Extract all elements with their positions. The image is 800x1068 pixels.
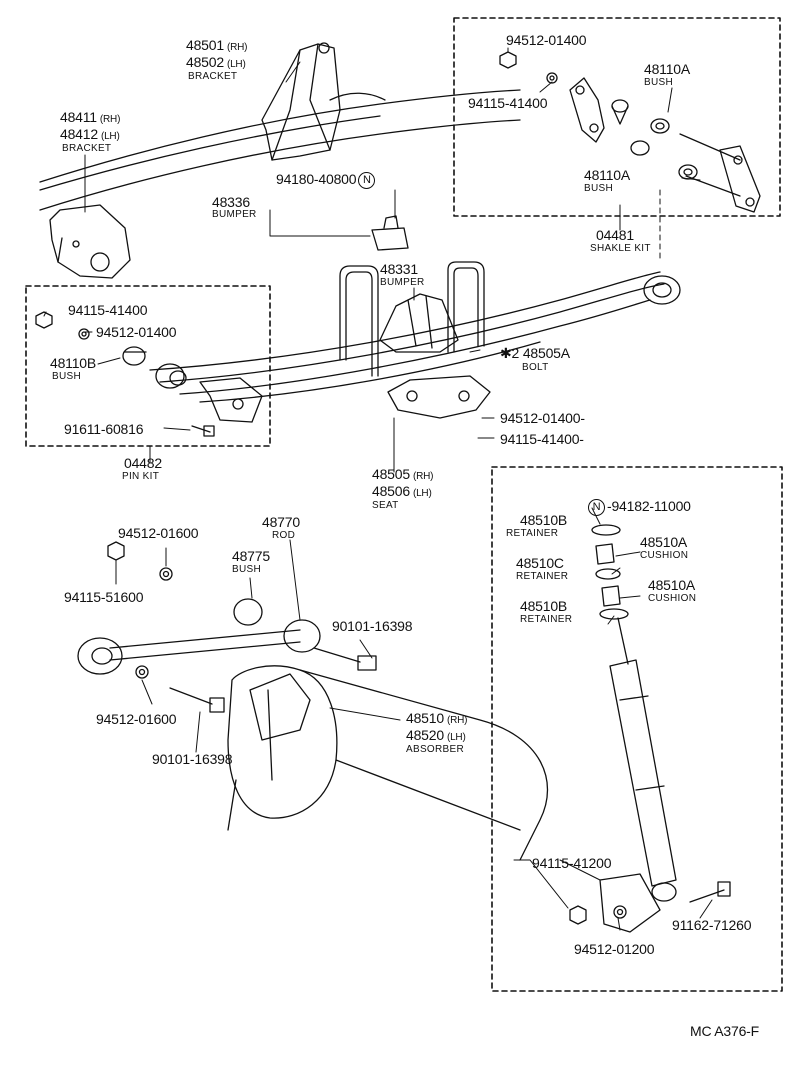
pin-kit-parts — [35, 311, 263, 437]
label-rod-num: 48770 — [262, 514, 300, 530]
label-rod-washer-lower: 94512-01600 — [96, 711, 177, 727]
axle-housing — [227, 665, 549, 861]
label-rod-bush-name: BUSH — [232, 564, 261, 575]
label-shackle-kit-num: 04481 — [596, 227, 634, 243]
label-absorber-lh: 48520(LH) — [406, 727, 466, 744]
label-bush-b-num: 48110B — [50, 355, 97, 371]
label-retainer-b-bot-name: RETAINER — [520, 614, 573, 625]
label-bracket-lower-rh: 48411(RH) — [60, 109, 121, 126]
pin-kit-box — [25, 285, 271, 447]
label-rod-washer: 94512-01600 — [118, 525, 199, 541]
leader-lines — [43, 47, 713, 931]
label-seat-lh: 48506(LH) — [372, 483, 432, 500]
label-seat-washer: 94512-01400- — [500, 410, 585, 426]
label-absorber-rh: 48510(RH) — [406, 710, 468, 727]
label-bracket-lower-name: BRACKET — [62, 143, 112, 154]
n-mark-icon: N — [358, 172, 376, 189]
label-retainer-b-top-name: RETAINER — [506, 528, 559, 539]
label-rod-bolt-lower: 90101-16398 — [152, 751, 233, 767]
bumper-upper — [371, 215, 409, 251]
label-pin-kit-bolt: 91611-60816 — [64, 421, 144, 437]
label-shackle-kit-name: SHAKLE KIT — [590, 243, 651, 254]
label-seat-nut: 94115-41400- — [500, 431, 584, 447]
label-bumper-upper-num: 48336 — [212, 194, 250, 210]
label-abs-nut-bottom: 94115-41200 — [532, 855, 612, 871]
u-bolt — [339, 261, 485, 377]
label-bumper-upper-name: BUMPER — [212, 209, 257, 220]
label-absorber-name: ABSORBER — [406, 744, 464, 755]
label-cushion-a-bot-name: CUSHION — [648, 593, 697, 604]
shackle-nut-washer — [499, 51, 558, 84]
label-cushion-a-top-num: 48510A — [640, 534, 688, 550]
label-seat-name: SEAT — [372, 500, 399, 511]
label-retainer-c-num: 48510C — [516, 555, 564, 571]
label-bush-a-top-num: 48110A — [644, 61, 691, 77]
label-bracket-upper-name: BRACKET — [188, 71, 238, 82]
label-kit-upper-nut: 94115-41400 — [468, 95, 548, 111]
frame-bracket — [49, 204, 131, 279]
label-pin-kit-washer: 94512-01400 — [96, 324, 177, 340]
label-bracket-upper-lh: 48502(LH) — [186, 54, 246, 71]
absorber-lower-hardware — [569, 873, 731, 933]
label-bracket-lower-lh: 48412(LH) — [60, 126, 120, 143]
n-mark-icon: N — [588, 499, 605, 516]
lateral-rod — [77, 541, 377, 713]
label-rod-bolt-right: 90101-16398 — [332, 618, 413, 634]
spring-seat — [387, 375, 491, 419]
shackle-kit-box — [453, 17, 781, 217]
label-pin-kit-nut: 94115-41400 — [68, 302, 148, 318]
shackle-plate — [569, 77, 761, 213]
label-pin-kit-name: PIN KIT — [122, 471, 160, 482]
label-retainer-b-top-num: 48510B — [520, 512, 568, 528]
label-bush-a-top-name: BUSH — [644, 77, 673, 88]
diagram-code: MC A376-F — [690, 1023, 759, 1039]
label-rod-name: ROD — [272, 530, 296, 541]
bumper-middle — [379, 293, 459, 353]
label-bolt-name: BOLT — [522, 362, 549, 373]
label-bracket-upper-rh: 48501(RH) — [186, 37, 248, 54]
label-bolt-num: ✱2 48505A — [500, 345, 570, 361]
label-seat-rh: 48505(RH) — [372, 466, 434, 483]
label-rod-bush-num: 48775 — [232, 548, 270, 564]
label-cushion-a-bot-num: 48510A — [648, 577, 696, 593]
upper-bracket — [261, 42, 341, 161]
label-cushion-a-top-name: CUSHION — [640, 550, 689, 561]
label-bush-a-bot-name: BUSH — [584, 183, 613, 194]
frame-rail — [39, 89, 521, 211]
label-abs-nut-top: N-94182-11000 — [586, 499, 691, 516]
label-bumper-mid-name: BUMPER — [380, 277, 425, 288]
leaf-spring — [149, 271, 681, 403]
label-retainer-b-bot-num: 48510B — [520, 598, 568, 614]
label-rod-nut: 94115-51600 — [64, 589, 144, 605]
label-kit-upper-washer: 94512-01400 — [506, 32, 587, 48]
label-pin-kit-num: 04482 — [124, 455, 162, 471]
label-bumper-mid-num: 48331 — [380, 261, 418, 277]
label-bush-a-bot-num: 48110A — [584, 167, 631, 183]
label-retainer-c-name: RETAINER — [516, 571, 569, 582]
label-bush-b-name: BUSH — [52, 371, 81, 382]
shackle-bushes — [611, 99, 698, 180]
label-abs-washer-bottom: 94512-01200 — [574, 941, 655, 957]
label-abs-bolt-bottom: 91162-71260 — [672, 917, 752, 933]
shock-absorber — [591, 524, 677, 902]
absorber-box — [491, 466, 783, 992]
